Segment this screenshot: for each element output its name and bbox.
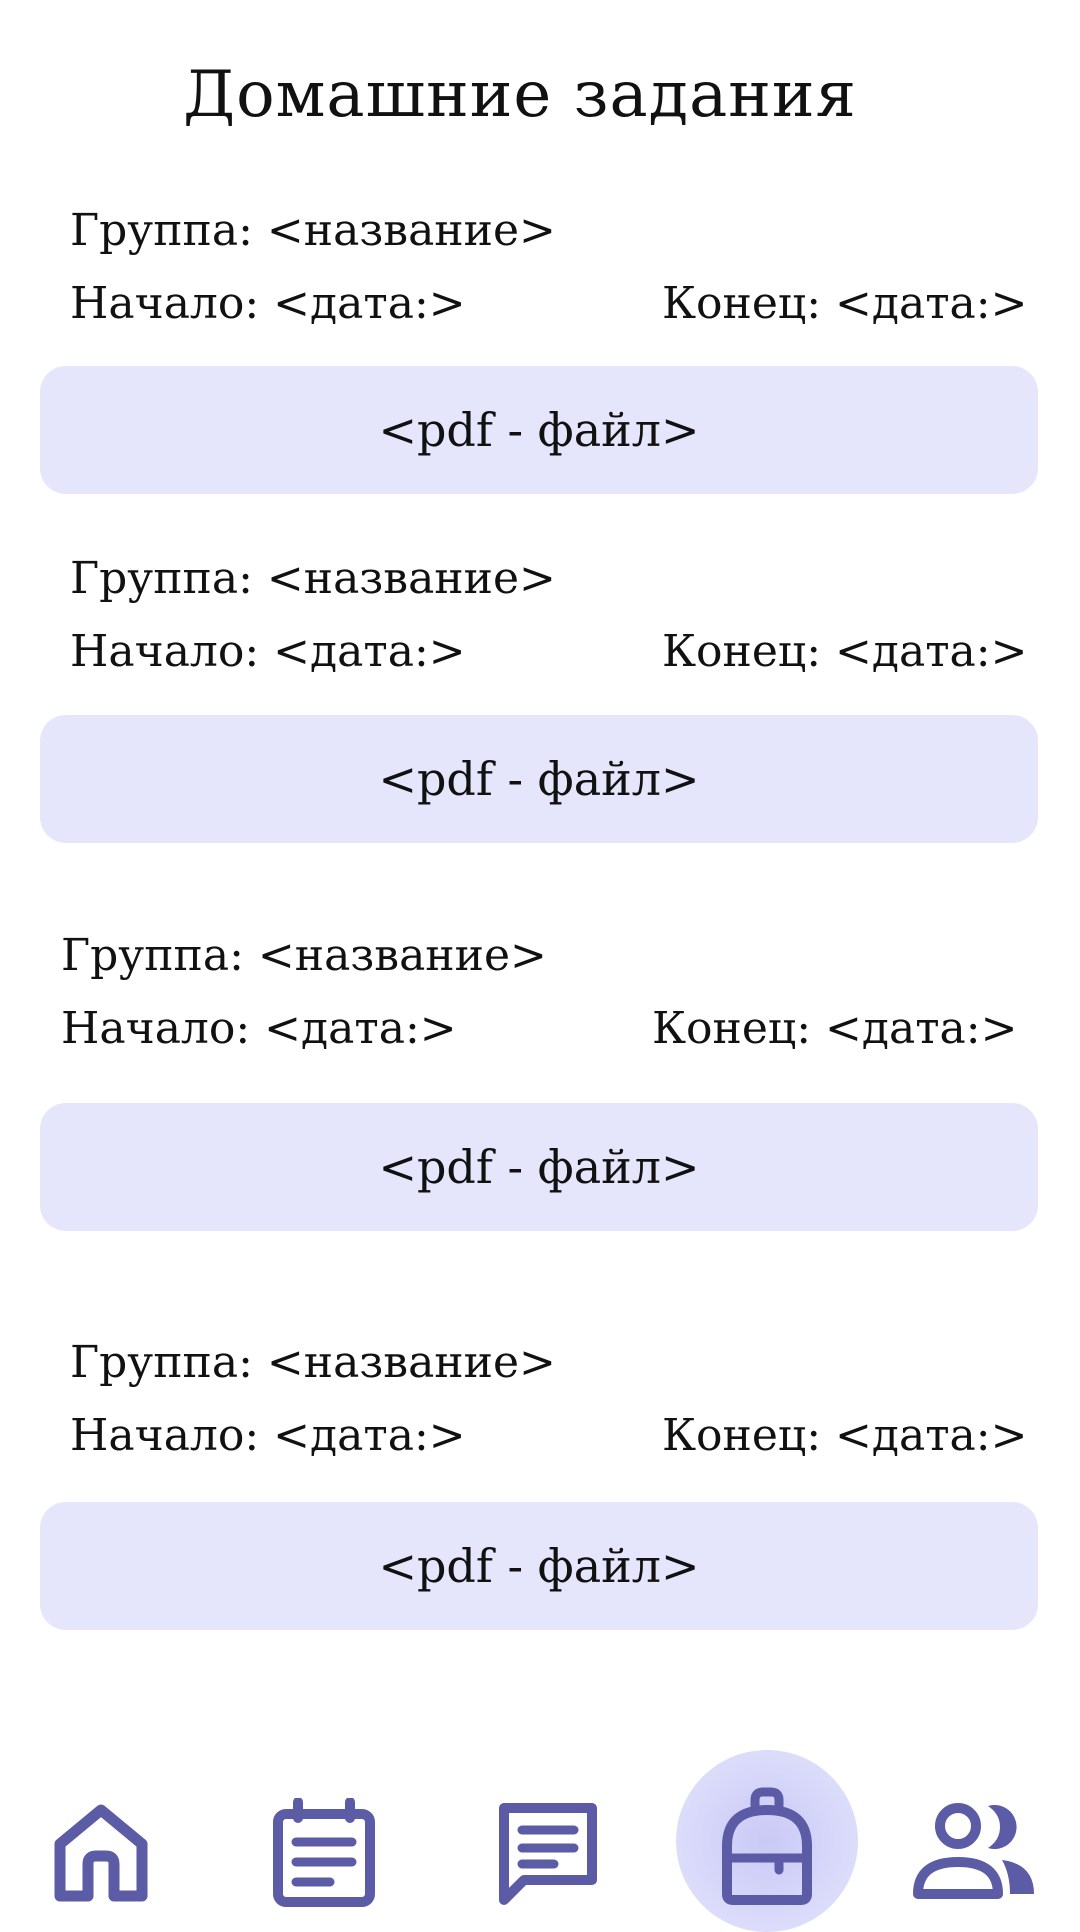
end-date-label: Конец: <дата:> xyxy=(662,1410,1028,1461)
group-label: Группа: <название> xyxy=(70,205,556,256)
backpack-icon xyxy=(717,1786,817,1906)
nav-home[interactable] xyxy=(48,1800,154,1906)
calendar-icon xyxy=(272,1798,376,1908)
group-label: Группа: <название> xyxy=(61,930,547,981)
end-date-label: Конец: <дата:> xyxy=(662,626,1028,677)
page-title: Домашние задания xyxy=(183,58,857,132)
pdf-file-button[interactable]: <pdf - файл> xyxy=(40,366,1038,494)
end-date-label: Конец: <дата:> xyxy=(652,1003,1018,1054)
bottom-navigation xyxy=(0,1750,1080,1932)
start-date-label: Начало: <дата:> xyxy=(61,1003,457,1054)
nav-chat[interactable] xyxy=(496,1798,600,1908)
start-date-label: Начало: <дата:> xyxy=(70,626,466,677)
start-date-label: Начало: <дата:> xyxy=(70,278,466,329)
nav-users[interactable] xyxy=(910,1800,1038,1904)
pdf-file-button[interactable]: <pdf - файл> xyxy=(40,715,1038,843)
nav-calendar[interactable] xyxy=(272,1798,376,1908)
start-date-label: Начало: <дата:> xyxy=(70,1410,466,1461)
home-icon xyxy=(48,1800,154,1906)
group-label: Группа: <название> xyxy=(70,1337,556,1388)
chat-icon xyxy=(496,1798,600,1908)
pdf-file-button[interactable]: <pdf - файл> xyxy=(40,1502,1038,1630)
users-icon xyxy=(910,1800,1038,1904)
pdf-file-button[interactable]: <pdf - файл> xyxy=(40,1103,1038,1231)
group-label: Группа: <название> xyxy=(70,553,556,604)
end-date-label: Конец: <дата:> xyxy=(662,278,1028,329)
